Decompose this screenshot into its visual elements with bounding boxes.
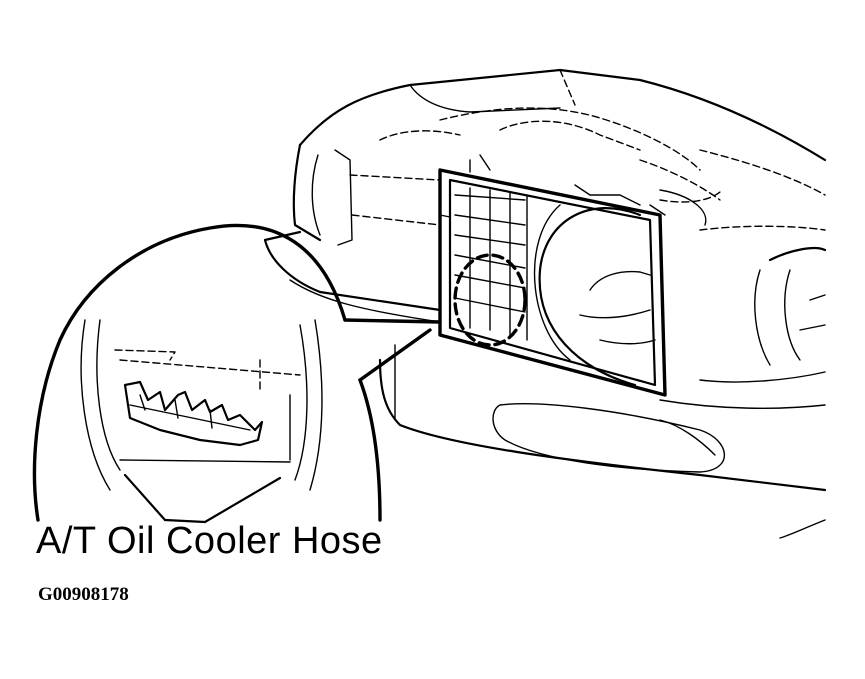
right-headlamp xyxy=(699,225,827,366)
fan-shroud xyxy=(533,204,656,387)
bumper xyxy=(263,230,827,539)
callout-label: A/T Oil Cooler Hose xyxy=(36,520,383,562)
detail-magnifier xyxy=(32,223,442,522)
grille-grid xyxy=(454,187,528,341)
figure-id: G00908178 xyxy=(38,584,129,605)
leader-lines xyxy=(123,473,282,524)
left-headlamp xyxy=(292,143,441,246)
hose-location-marker xyxy=(453,253,527,347)
detail-contents xyxy=(80,319,323,491)
radiator-frame xyxy=(438,154,721,397)
